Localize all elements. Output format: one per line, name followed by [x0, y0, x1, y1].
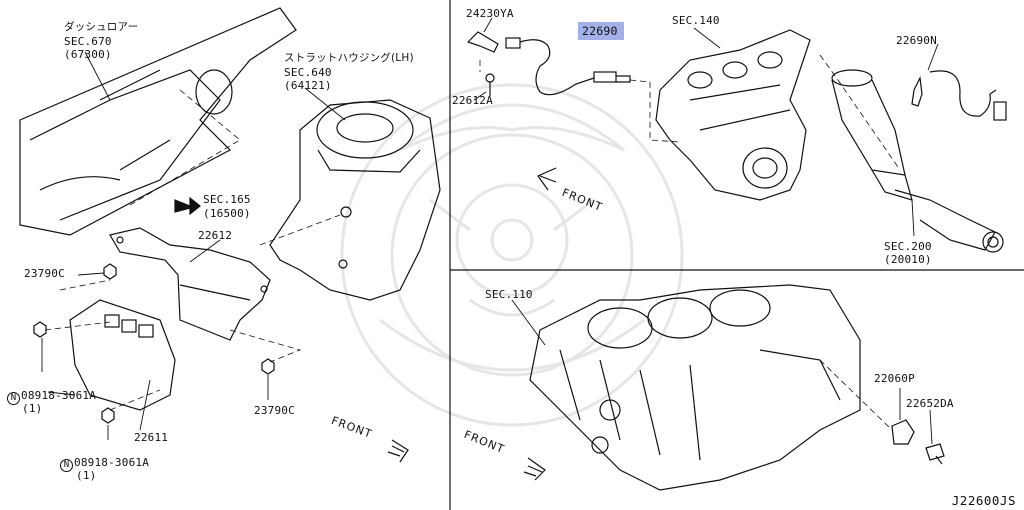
label-strut-housing-jp: ストラットハウジング(LH) [284, 52, 414, 64]
label-part-22690-highlighted[interactable]: 22690 [578, 22, 624, 40]
n-symbol: N [60, 459, 73, 472]
label-part-24230ya[interactable]: 24230YA [466, 7, 514, 20]
label-sec-140[interactable]: SEC.140 [672, 14, 720, 27]
label-sec-640-ref: (64121) [284, 79, 332, 92]
ecm-bracket [109, 227, 271, 341]
left-hardware [33, 196, 275, 424]
label-sec-200[interactable]: SEC.200 [884, 240, 932, 253]
label-sec-165-ref: (16500) [203, 207, 251, 220]
label-sec-670[interactable]: SEC.670 [64, 35, 112, 48]
label-sec-110[interactable]: SEC.110 [485, 288, 533, 301]
label-part-22611[interactable]: 22611 [134, 431, 169, 444]
label-sec-165[interactable]: SEC.165 [203, 193, 251, 206]
label-sec-670-ref: (67300) [64, 48, 112, 61]
exhaust-manifold [655, 29, 811, 201]
n-symbol: N [7, 392, 20, 405]
label-part-22652da[interactable]: 22652DA [906, 397, 954, 410]
left-leaders [41, 51, 346, 440]
label-part-08918-b-qty: (1) [76, 469, 97, 482]
label-part-22060p[interactable]: 22060P [874, 372, 915, 385]
label-part-23790c-left[interactable]: 23790C [24, 267, 65, 280]
arrow-front-left [387, 439, 409, 463]
o2-sensor-upper [466, 31, 631, 96]
label-part-08918-a-qty: (1) [22, 402, 43, 415]
label-part-22690n[interactable]: 22690N [896, 34, 937, 47]
left-dashed-guides [44, 89, 341, 411]
cylinder-block [529, 284, 861, 491]
upper-dashed-guides [479, 54, 901, 171]
lower-dashed-guides [819, 359, 893, 431]
label-part-22612a[interactable]: 22612A [452, 94, 493, 107]
label-dash-lower-jp: ダッシュロアー [64, 21, 139, 33]
arrow-front-bottom [523, 457, 546, 481]
dash-lower-panel [19, 7, 297, 236]
divider-lines [449, 0, 1024, 510]
catalytic-converter [831, 69, 1004, 253]
strut-housing [269, 99, 441, 301]
label-part-08918-a-number: 08918-3061A [21, 389, 97, 402]
knock-sensor [891, 419, 945, 465]
watermark-emblem [340, 83, 684, 427]
arrow-front-top [537, 167, 557, 191]
label-part-08918-b-number: 08918-3061A [74, 456, 150, 469]
label-part-22612[interactable]: 22612 [198, 229, 233, 242]
label-part-23790c-right[interactable]: 23790C [254, 404, 295, 417]
lower-leaders [511, 299, 933, 445]
label-sec-200-ref: (20010) [884, 253, 932, 266]
diagram-reference-code: J22600JS [951, 493, 1016, 508]
upper-leaders [473, 17, 939, 237]
ecm-unit [69, 299, 176, 411]
label-sec-640[interactable]: SEC.640 [284, 66, 332, 79]
o2-sensor-downstream [911, 70, 1007, 121]
